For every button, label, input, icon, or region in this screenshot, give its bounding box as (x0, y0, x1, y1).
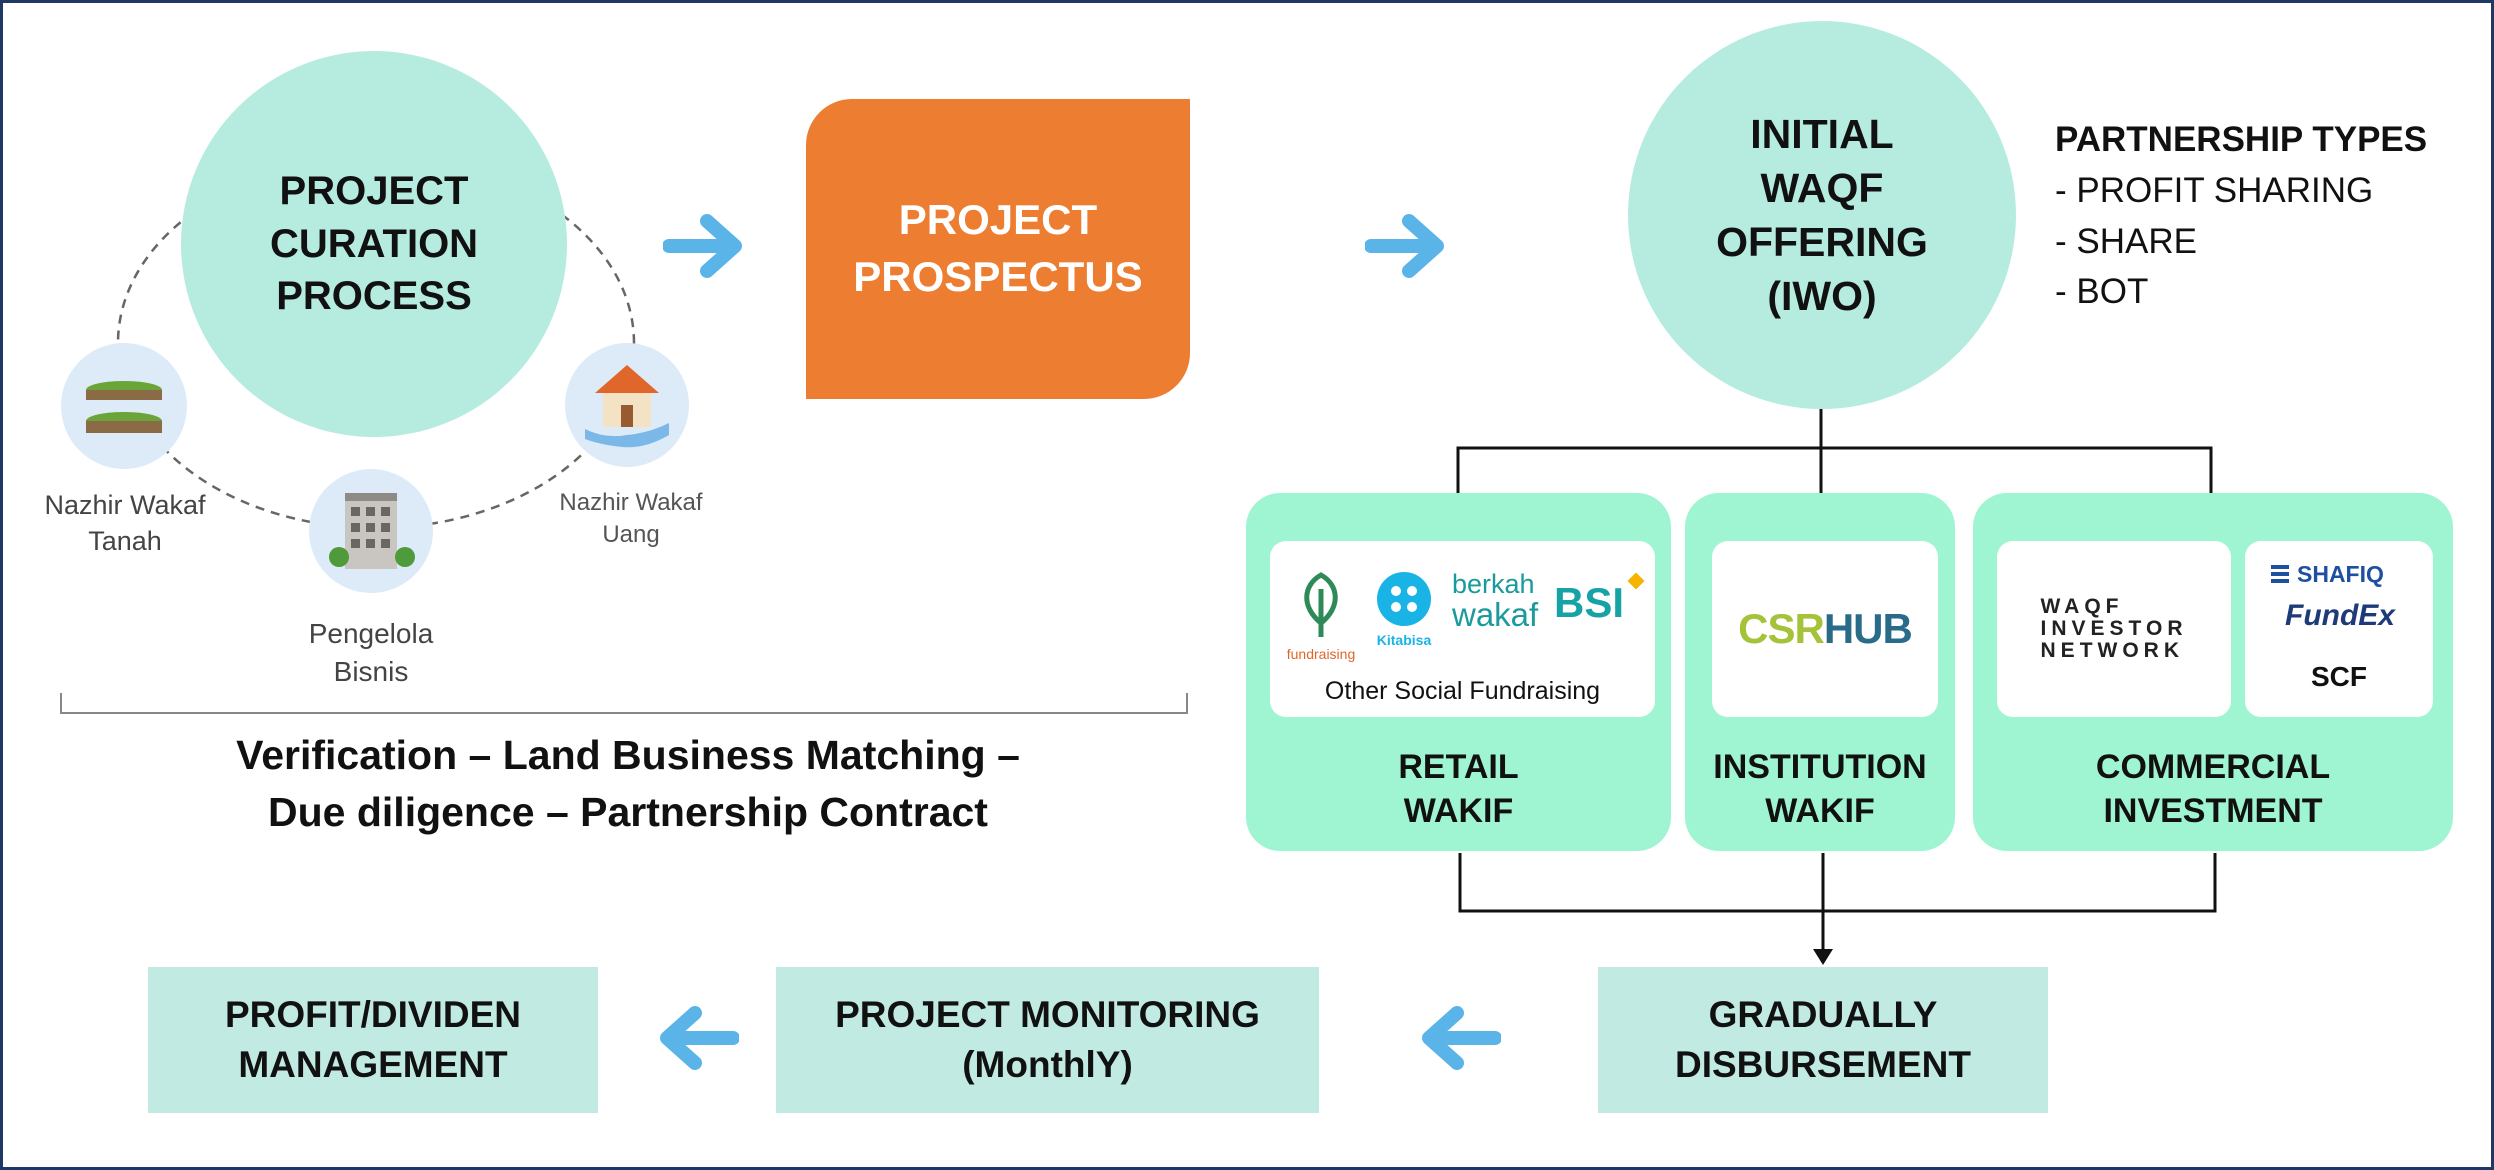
wakaf-logo-text: wakaf (1452, 596, 1539, 633)
csrhub-logo: CSRHUB (1738, 605, 1913, 653)
institution-wakif-label: INSTITUTION WAKIF (1713, 748, 1927, 831)
institution-wakif-panel: CSRHUB INSTITUTION WAKIF (1685, 493, 1955, 851)
berkah-wakaf-logo: berkah wakaf (1452, 569, 1552, 633)
arrow-right-icon (1365, 214, 1444, 278)
merge-lines (1458, 853, 2217, 951)
land-icon (61, 343, 187, 469)
commercial-investment-label: COMMERCIAL INVESTMENT (2095, 748, 2331, 831)
partnership-type-item: - BOT (2055, 272, 2149, 312)
arrow-right-icon (663, 214, 742, 278)
scf-label: SCF (2311, 661, 2367, 692)
kitabisa-logo-icon (1377, 572, 1431, 626)
project-curation-circle: PROJECT CURATION PROCESS (181, 51, 567, 437)
project-curation-label: PROJECT CURATION PROCESS (269, 168, 479, 319)
house-hand-icon (565, 343, 689, 467)
shafiq-logo-text: SHAFIQ (2297, 561, 2384, 587)
iwo-circle: INITIAL WAQF OFFERING (IWO) (1628, 21, 2016, 409)
retail-card-caption: Other Social Fundraising (1324, 677, 1601, 705)
arrow-left-icon (660, 1006, 739, 1070)
fundex-logo-text: FundEx (2285, 599, 2395, 632)
partnership-type-item: - PROFIT SHARING (2055, 170, 2374, 210)
project-monitoring-box: PROJECT MONITORING (MonthlY) (776, 967, 1319, 1113)
gradually-disbursement-box: GRADUALLY DISBURSEMENT (1598, 967, 2048, 1113)
partnership-types: PARTNERSHIP TYPES - PROFIT SHARING - SHA… (2055, 115, 2475, 318)
fundraising-logo-icon (1304, 572, 1338, 637)
profit-dividen-box: PROFIT/DIVIDEN MANAGEMENT (148, 967, 598, 1113)
partnership-title: PARTNERSHIP TYPES (2055, 120, 2428, 159)
nazhir-tanah-label: Nazhir Wakaf Tanah (44, 490, 206, 557)
fundraising-logo-text: fundraising (1286, 646, 1356, 662)
curation-process-caption: Verification – Land Business Matching – … (236, 732, 1020, 836)
retail-logo-card: fundraising Kitabisa berkah wakaf BSI Ot… (1270, 541, 1655, 717)
fundraising-logo: fundraising (1286, 571, 1356, 671)
retail-wakif-panel: fundraising Kitabisa berkah wakaf BSI Ot… (1246, 493, 1671, 851)
kitabisa-logo: Kitabisa (1374, 571, 1434, 671)
commercial-investment-panel: WAQF INVESTOR NETWORK SHAFIQ FundEx SCF … (1973, 493, 2453, 851)
curation-bracket (60, 693, 1188, 714)
nazhir-uang-label: Nazhir Wakaf Uang (559, 489, 703, 549)
berkah-logo-text: berkah (1452, 569, 1535, 599)
partnership-type-item: - SHARE (2055, 221, 2197, 261)
waqf-investor-network-logo: WAQF INVESTOR NETWORK (2040, 594, 2188, 663)
shafiq-logo-icon (2269, 563, 2291, 585)
csrhub-logo-hub: HUB (1823, 605, 1913, 652)
pengelola-label: Pengelola Bisnis (308, 618, 434, 687)
shafiq-fundex-card: SHAFIQ FundEx SCF (2245, 541, 2433, 717)
retail-wakif-label: RETAIL WAKIF (1398, 748, 1519, 831)
iwo-label: INITIAL WAQF OFFERING (IWO) (1716, 110, 1928, 320)
csrhub-logo-card: CSRHUB (1712, 541, 1938, 717)
bsi-star-icon (1627, 572, 1645, 590)
project-prospectus-box: PROJECT PROSPECTUS (806, 99, 1190, 399)
merge-arrowhead (1813, 949, 1833, 965)
csrhub-logo-csr: CSR (1738, 605, 1825, 652)
project-prospectus-label: PROJECT PROSPECTUS (853, 196, 1143, 300)
waqf-investor-network-card: WAQF INVESTOR NETWORK (1997, 541, 2231, 717)
building-icon (309, 469, 433, 593)
kitabisa-logo-text: Kitabisa (1376, 632, 1432, 648)
arrow-left-icon (1422, 1006, 1501, 1070)
bsi-logo: BSI (1554, 579, 1625, 626)
iwo-split-lines (1456, 405, 2213, 493)
